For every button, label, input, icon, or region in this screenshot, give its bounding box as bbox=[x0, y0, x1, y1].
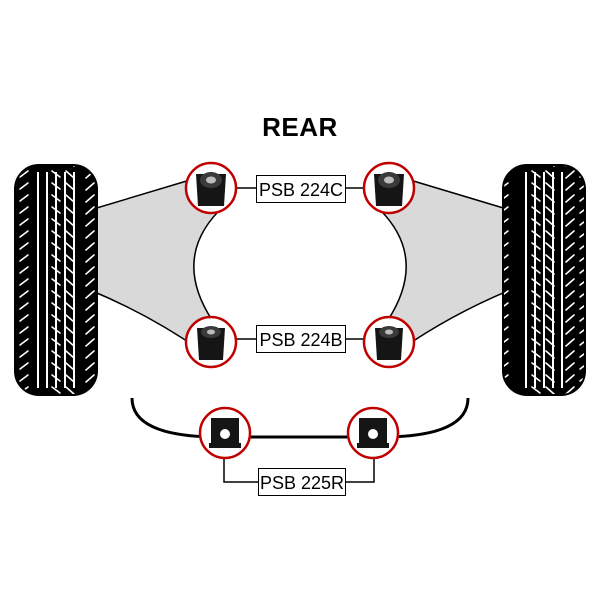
left-tyre-icon bbox=[14, 164, 98, 396]
bush-icon-upper-left bbox=[184, 161, 238, 215]
right-tyre-icon bbox=[502, 164, 586, 396]
antiroll-bar bbox=[130, 397, 470, 439]
diagram-title: REAR bbox=[262, 112, 338, 142]
part-label-lower: PSB 224B bbox=[256, 325, 346, 353]
bush-icon-lower-right bbox=[362, 315, 416, 369]
part-label-upper: PSB 224C bbox=[256, 175, 346, 203]
bush-icon-upper-right bbox=[362, 161, 416, 215]
antiroll-bush-icon-right bbox=[346, 406, 400, 460]
antiroll-bush-icon-left bbox=[198, 406, 252, 460]
connector-lines bbox=[223, 187, 375, 483]
part-label-antiroll: PSB 225R bbox=[258, 468, 346, 496]
bush-icon-lower-left bbox=[184, 315, 238, 369]
